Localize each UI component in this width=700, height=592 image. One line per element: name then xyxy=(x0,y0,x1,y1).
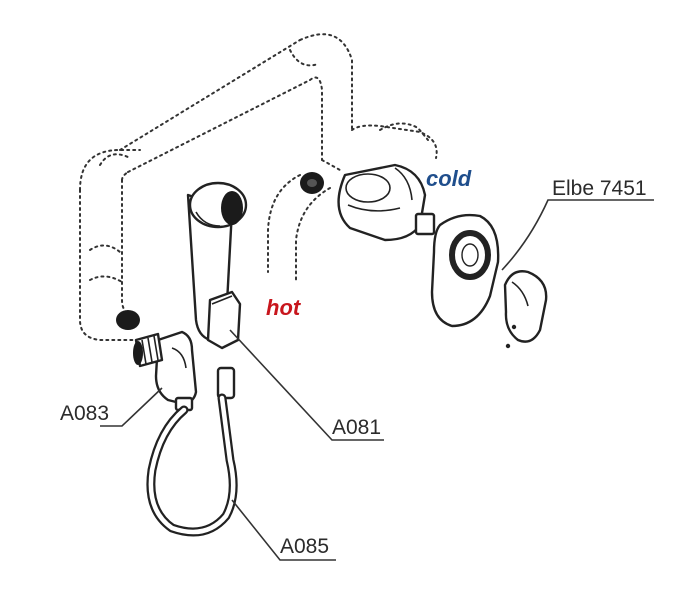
mixer-leader xyxy=(501,199,654,271)
escutcheon-plate xyxy=(430,213,500,328)
leader-lines xyxy=(100,199,654,561)
hot-label: hot xyxy=(266,295,302,320)
pipe-ends xyxy=(116,172,324,330)
mixer-part-label: Elbe 7451 xyxy=(552,177,647,200)
angle-valve xyxy=(133,330,198,412)
holder-leader xyxy=(229,329,384,441)
mixer-body xyxy=(337,163,436,242)
hose-part-label: A085 xyxy=(280,535,329,558)
holder-bracket xyxy=(206,290,242,400)
angle-valve-leader xyxy=(100,387,163,427)
holder-part-label: A081 xyxy=(332,416,381,439)
flexible-hose xyxy=(146,393,238,537)
hose-leader xyxy=(231,499,336,561)
cold-label: cold xyxy=(426,166,472,191)
bottom-pipe-end xyxy=(116,310,140,330)
angle-valve-part-label: A083 xyxy=(60,402,109,425)
lever-handle xyxy=(503,270,548,349)
